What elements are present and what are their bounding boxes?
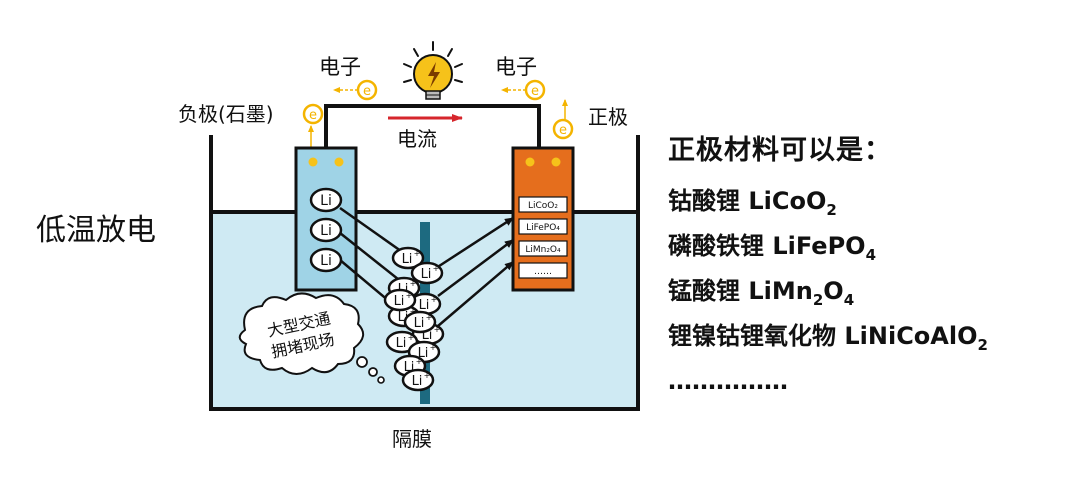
electron-token-left-side: e [302, 103, 324, 150]
separator-label: 隔膜 [392, 427, 432, 451]
electron-label-right: 电子 [495, 55, 537, 79]
cathode-label-text: LiFePO₄ [526, 223, 560, 233]
ion-charge-label: + [434, 325, 441, 334]
material-formula: LiFePO4 [772, 232, 877, 264]
lithium-atom: Li [309, 247, 343, 273]
cathode-label: …… [518, 262, 568, 279]
ion-charge-label: + [410, 279, 417, 288]
ion-charge-label: + [414, 249, 421, 258]
anode-electron-dots [308, 157, 344, 167]
lithium-ion-label: Li [404, 360, 415, 375]
lithium-ion-label: Li [396, 336, 407, 351]
electron-token-right-top: e [501, 79, 546, 101]
thought-bubble: 大型交通 拥堵现场 [238, 292, 385, 384]
ion-charge-label: + [426, 313, 433, 322]
lithium-atom: Li [309, 187, 343, 213]
material-list-more: …………… [668, 367, 788, 395]
ion-charge-label: + [424, 371, 431, 380]
ion-charge-label: + [431, 295, 438, 304]
lithium-ion-label: Li [422, 328, 433, 343]
cathode-label: LiMn₂O₄ [518, 240, 568, 257]
lithium-ion-label: Li [418, 346, 429, 361]
svg-text:e: e [363, 84, 371, 99]
battery-container [209, 135, 640, 411]
material-item-lifepo4: 磷酸铁锂 LiFePO4 [668, 224, 1073, 269]
diagram-title: 低温放电 [36, 213, 156, 248]
cathode-label-text: …… [534, 267, 552, 277]
electron-token-left-top: e [333, 79, 378, 101]
ion-charge-label: + [416, 357, 423, 366]
positive-electrode-label: 正极 [588, 105, 628, 129]
lithium-ion-label: Li [414, 316, 425, 331]
material-item-linicoalo2: 锂镍钴锂氧化物 LiNiCoAlO2 [668, 314, 1073, 359]
ion-charge-label: + [430, 343, 437, 352]
lithium-ion: Li+ [410, 261, 444, 285]
lithium-atom-label: Li [320, 223, 332, 239]
lithium-ion: Li+ [383, 288, 417, 312]
ion-charge-label: + [408, 333, 415, 342]
lithium-ion-label: Li [419, 298, 430, 313]
cathode-label: LiCoO₂ [518, 196, 568, 213]
cathode-label: LiFePO₄ [518, 218, 568, 235]
material-item-limn2o4: 锰酸锂 LiMn2O4 [668, 269, 1073, 314]
material-name: 磷酸铁锂 [668, 232, 764, 260]
ion-charge-label: + [406, 291, 413, 300]
material-formula: LiNiCoAlO2 [844, 322, 988, 354]
lithium-atom-label: Li [320, 253, 332, 269]
svg-text:e: e [309, 108, 317, 123]
lithium-ion-label: Li [421, 267, 432, 282]
material-list-heading: 正极材料可以是： [668, 135, 892, 166]
lithium-atom-label: Li [320, 193, 332, 209]
lithium-ion: Li+ [401, 368, 435, 392]
svg-text:e: e [531, 84, 539, 99]
material-name: 锰酸锂 [668, 277, 740, 305]
negative-electrode-label: 负极(石墨) [178, 102, 274, 126]
lithium-ion: Li+ [391, 246, 425, 270]
ion-charge-label: + [433, 264, 440, 273]
current-label: 电流 [397, 127, 437, 151]
lithium-ion: Li+ [403, 310, 437, 334]
ion-charge-label: + [410, 307, 417, 316]
electron-label-left: 电子 [319, 55, 361, 79]
cathode-material-list: 正极材料可以是： 钴酸锂 LiCoO2 磷酸铁锂 LiFePO4 锰酸锂 LiM… [668, 128, 1073, 404]
lithium-ion-label: Li [402, 252, 413, 267]
material-formula: LiCoO2 [748, 187, 837, 219]
lithium-atom: Li [309, 217, 343, 243]
external-wire [324, 104, 541, 148]
material-name: 钴酸锂 [668, 187, 740, 215]
material-name: 锂镍钴锂氧化物 [668, 322, 836, 350]
material-formula: LiMn2O4 [748, 277, 855, 309]
material-item-licoo2: 钴酸锂 LiCoO2 [668, 179, 1073, 224]
electron-token-right-side: e [552, 99, 574, 140]
cathode-label-text: LiCoO₂ [528, 201, 558, 211]
cathode-label-text: LiMn₂O₄ [525, 245, 561, 255]
cathode-material-labels: LiCoO₂ LiFePO₄ LiMn₂O₄ …… [518, 196, 568, 279]
lithium-ion-label: Li [412, 374, 423, 389]
lithium-ion-label: Li [394, 294, 405, 309]
svg-text:e: e [559, 123, 567, 138]
cathode-electron-dots [525, 157, 561, 167]
lithium-ion-label: Li [398, 310, 409, 325]
light-bulb-icon [403, 41, 463, 100]
